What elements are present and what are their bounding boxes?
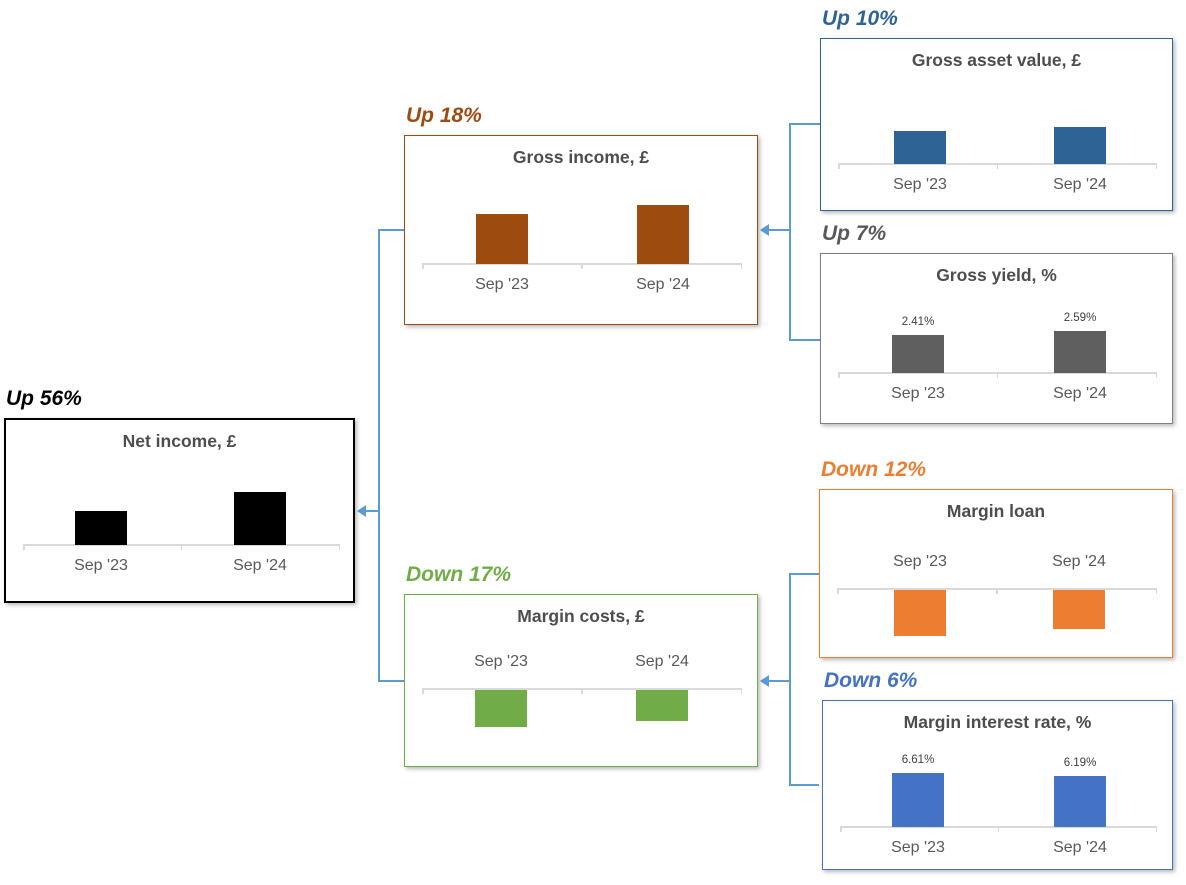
change-label-margin-loan: Down 12% xyxy=(821,458,927,481)
x-axis xyxy=(422,263,742,269)
bar-sep23 xyxy=(894,131,946,164)
bar-sep24 xyxy=(1053,589,1105,629)
chart-title: Net income, £ xyxy=(122,431,237,451)
connector-line xyxy=(379,680,404,682)
chart-margin-costs: Margin costs, £ Sep '23 Sep '24 xyxy=(404,594,758,767)
change-label-gross-yield: Up 7% xyxy=(822,222,887,245)
chart-gross-income: Gross income, £ Sep '23 Sep '24 xyxy=(404,135,758,325)
axis-tick xyxy=(840,826,842,832)
chart-margin-interest-rate: Margin interest rate, % 6.61% Sep '23 6.19%… xyxy=(822,700,1173,870)
bar-value-label: 2.59% xyxy=(1063,312,1097,324)
category-label: Sep '24 xyxy=(635,653,689,670)
bar-value-label: 6.61% xyxy=(901,754,935,766)
axis-tick xyxy=(1155,826,1157,832)
x-axis xyxy=(837,588,1157,594)
category-label: Sep '24 xyxy=(1053,385,1107,402)
axis-tick xyxy=(740,688,742,694)
category-label: Sep '23 xyxy=(891,385,945,402)
x-axis xyxy=(838,163,1157,169)
left-arrow-icon xyxy=(760,675,769,687)
x-axis xyxy=(840,826,1157,832)
axis-tick xyxy=(180,544,183,550)
axis-tick xyxy=(997,826,1000,832)
chart-title: Margin loan xyxy=(946,501,1046,521)
chart-title: Margin interest rate, % xyxy=(903,712,1092,732)
change-label-margin-costs: Down 17% xyxy=(406,563,512,586)
category-label: Sep '24 xyxy=(1053,839,1107,856)
left-arrow-icon xyxy=(357,505,366,517)
bar-sep24 xyxy=(1054,776,1106,827)
bar-sep23 xyxy=(892,335,944,373)
axis-tick xyxy=(996,588,998,594)
category-label: Sep '24 xyxy=(233,557,287,574)
connector-line xyxy=(379,229,404,231)
connector-line xyxy=(790,573,819,575)
bar-sep24 xyxy=(234,492,286,545)
axis-tick xyxy=(581,263,583,269)
connector-line xyxy=(789,573,791,786)
category-label: Sep '23 xyxy=(891,839,945,856)
x-axis xyxy=(23,544,340,550)
chart-gross-asset-value: Gross asset value, £ Sep '23 Sep '24 xyxy=(820,38,1173,211)
bar-sep24 xyxy=(637,205,689,264)
change-label-margin-interest-rate: Down 6% xyxy=(824,669,918,692)
connector-line xyxy=(790,339,820,341)
category-label: Sep '23 xyxy=(474,653,528,670)
axis-tick xyxy=(422,263,424,269)
change-label-gross-income: Up 18% xyxy=(406,104,482,127)
category-label: Sep '23 xyxy=(74,557,128,574)
chart-gross-yield: Gross yield, % 2.41% Sep '23 2.59% Sep '24 xyxy=(820,253,1173,424)
axis-tick xyxy=(838,372,840,378)
connector-line xyxy=(789,123,791,341)
x-axis xyxy=(838,372,1157,378)
connector-line xyxy=(768,680,790,682)
axis-tick xyxy=(996,163,999,169)
category-label: Sep '24 xyxy=(636,276,690,293)
bar-sep23 xyxy=(475,689,527,727)
bar-sep23 xyxy=(476,214,528,264)
category-label: Sep '24 xyxy=(1052,553,1106,570)
chart-title: Gross yield, % xyxy=(936,265,1057,285)
axis-tick xyxy=(838,163,840,169)
change-label-gross-asset-value: Up 10% xyxy=(822,7,898,30)
axis-tick xyxy=(23,544,25,550)
connector-line xyxy=(365,510,379,512)
axis-tick xyxy=(338,544,340,550)
bar-sep24 xyxy=(636,689,688,721)
category-label: Sep '23 xyxy=(893,553,947,570)
change-label-net-income: Up 56% xyxy=(6,387,82,410)
bar-sep24 xyxy=(1054,331,1106,373)
bar-value-label: 6.19% xyxy=(1063,757,1097,769)
chart-title: Gross asset value, £ xyxy=(911,50,1082,70)
chart-title: Gross income, £ xyxy=(512,147,650,167)
axis-tick xyxy=(581,688,583,694)
connector-line xyxy=(378,229,380,682)
x-axis xyxy=(422,688,742,694)
category-label: Sep '23 xyxy=(893,176,947,193)
chart-title: Margin costs, £ xyxy=(517,606,645,626)
bar-value-label: 2.41% xyxy=(901,316,935,328)
axis-tick xyxy=(740,263,742,269)
axis-tick xyxy=(837,588,839,594)
category-label: Sep '23 xyxy=(475,276,529,293)
axis-tick xyxy=(1155,163,1157,169)
category-label: Sep '24 xyxy=(1053,176,1107,193)
axis-tick xyxy=(422,688,424,694)
bar-sep23 xyxy=(894,589,946,636)
left-arrow-icon xyxy=(760,224,769,236)
axis-tick xyxy=(1155,372,1157,378)
bar-sep23 xyxy=(75,511,127,545)
chart-net-income: Net income, £ Sep '23 Sep '24 xyxy=(4,418,355,603)
axis-tick xyxy=(1155,588,1157,594)
connector-line xyxy=(790,123,820,125)
connector-line xyxy=(768,229,790,231)
bar-sep23 xyxy=(892,773,944,827)
connector-line xyxy=(790,784,819,786)
bar-sep24 xyxy=(1054,127,1106,164)
axis-tick xyxy=(996,372,999,378)
